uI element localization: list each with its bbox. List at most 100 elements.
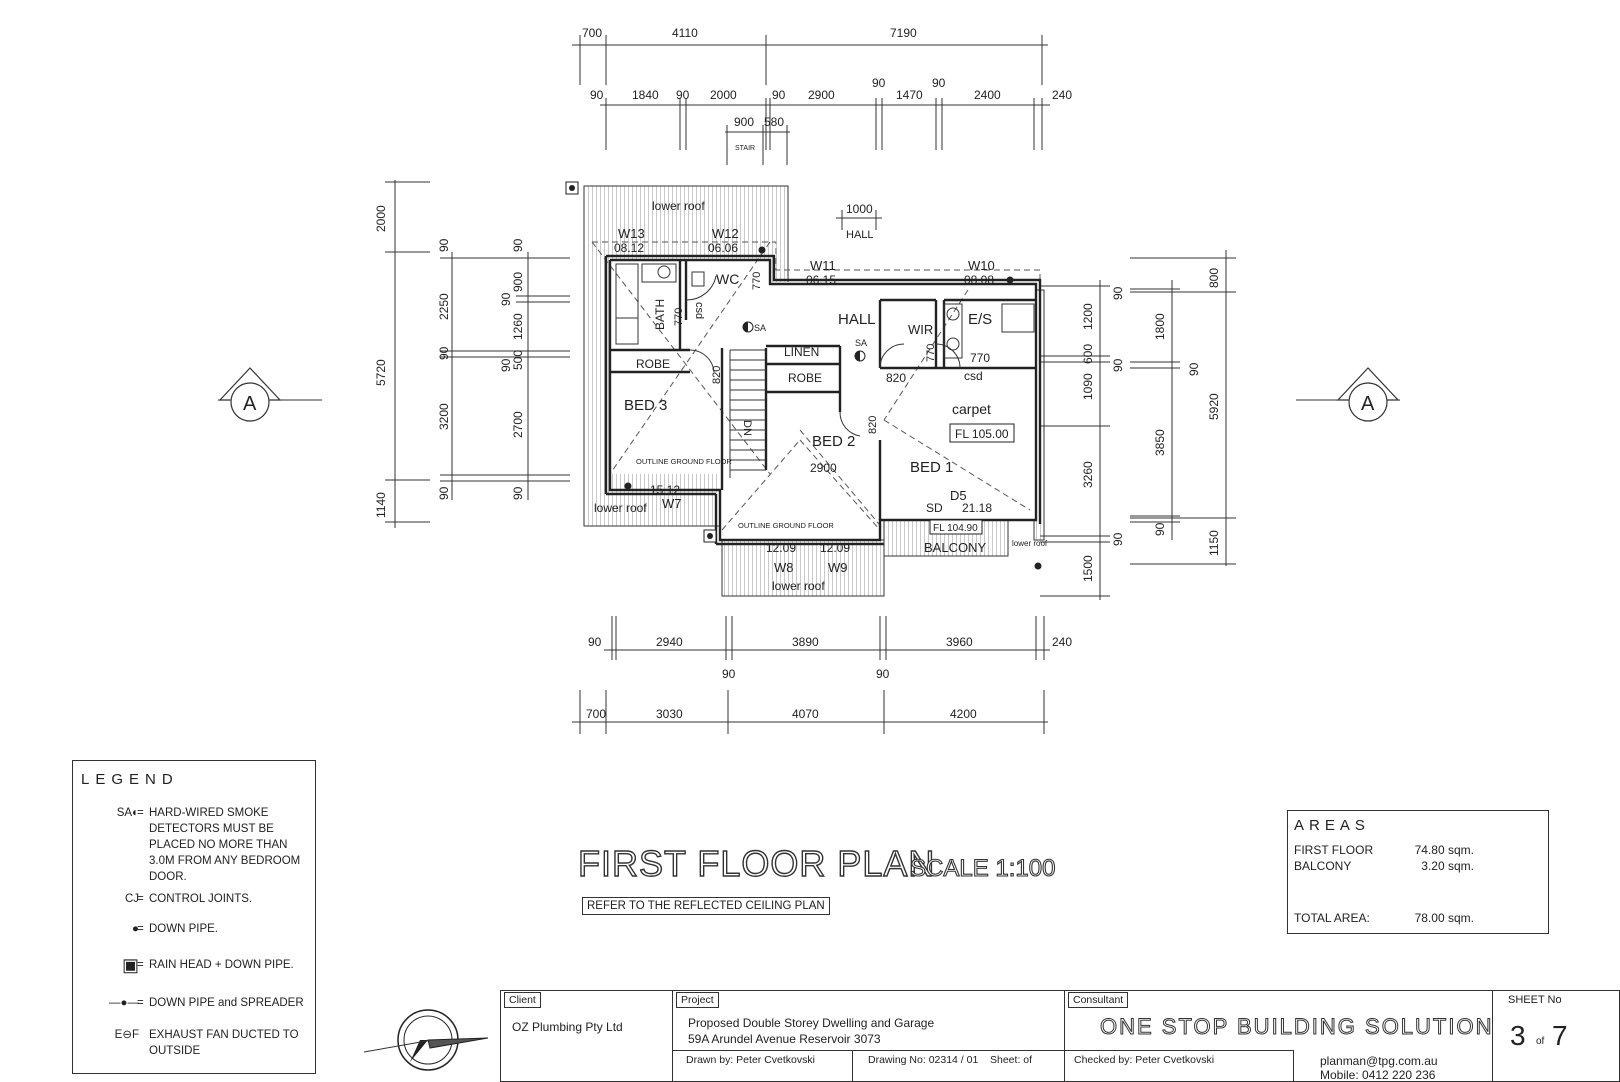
dim-bot-m0: 90 [722, 667, 736, 681]
label-bed1: BED 1 [910, 459, 953, 476]
dim-lm-2: 90 [437, 346, 451, 360]
label-lower-roof-right: lower roof [1012, 539, 1048, 548]
label-bath: BATH [653, 299, 667, 330]
label-csd-2: csd [964, 369, 983, 383]
area-label: BALCONY [1294, 859, 1352, 873]
dim-top-d10: 240 [1052, 88, 1072, 102]
label-csd-1: csd [693, 302, 705, 319]
drawing-scale: SCALE 1:100 [909, 854, 1056, 882]
dim-top-d0: 90 [590, 88, 604, 102]
dim-li-5: 90 [499, 358, 513, 372]
client-name: OZ Plumbing Pty Ltd [512, 1020, 623, 1034]
vanity-bath [641, 263, 677, 283]
sheet-label: SHEET No [1508, 994, 1562, 1006]
dim-stair-580: 580 [764, 115, 784, 129]
drawn-by-cell [672, 1050, 854, 1082]
label-lower-roof-w7: lower roof [594, 501, 647, 515]
left-dimensions: 2000 5720 1140 90 2250 90 3200 90 90 900… [374, 180, 570, 528]
dim-lm-1: 2250 [437, 293, 451, 320]
label-outline-1: OUTLINE GROUND FLOOR [636, 457, 732, 466]
dim-top-4110: 4110 [672, 26, 698, 40]
toilet-cistern [691, 271, 705, 287]
sheet-cell [1492, 990, 1620, 1082]
area-value: 3.20 sqm. [1421, 859, 1474, 873]
label-d5: D5 [950, 488, 967, 503]
dim-bot-m1: 90 [876, 667, 890, 681]
es-vanity [943, 303, 963, 359]
dim-stair-900: 900 [734, 115, 754, 129]
label-sd-val: 21.18 [962, 501, 992, 515]
legend-title: LEGEND [81, 771, 179, 788]
dim-li-7: 90 [511, 486, 525, 500]
legend-text: RAIN HEAD + DOWN PIPE. [149, 959, 294, 971]
label-sa-1: SA [754, 323, 766, 333]
sheet-total: 7 [1552, 1020, 1568, 1051]
dim-ri-5: 1500 [1081, 555, 1095, 582]
dim-left-5720: 5720 [374, 359, 388, 386]
window-w11-id: W11 [810, 258, 836, 273]
dim-bot-d1: 2940 [656, 635, 683, 649]
window-w12-size: 06.06 [708, 241, 738, 255]
dim-left-2000: 2000 [374, 205, 388, 232]
label-lower-roof-bottom: lower roof [772, 579, 825, 593]
window-w7-id: W7 [662, 496, 682, 511]
dim-lm-4: 90 [437, 486, 451, 500]
area-label: FIRST FLOOR [1294, 843, 1374, 857]
dim-top-d1: 1840 [632, 88, 659, 102]
dim-ro-1: 90 [1187, 362, 1201, 376]
door-820-bed3: 820 [711, 366, 723, 384]
dim-top-7190: 7190 [890, 26, 917, 40]
dim-li-2: 90 [499, 292, 513, 306]
bottom-dimensions: 90 2940 3890 3960 240 90 90 700 3030 407… [572, 616, 1072, 734]
label-fl-104: FL 104.90 [933, 523, 978, 534]
area-total-value: 78.00 sqm. [1414, 911, 1474, 925]
dim-rm-0: 90 [1111, 286, 1125, 300]
drawing-number: Drawing No: 02314 / 01 [868, 1054, 979, 1066]
dim-ri-1: 600 [1081, 344, 1095, 364]
legend-text: CONTROL JOINTS. [149, 893, 253, 905]
dim-top-d5: 2900 [808, 88, 835, 102]
label-fl-105: FL 105.00 [955, 427, 1009, 441]
sheet-number: 3 [1510, 1020, 1526, 1051]
label-bed3: BED 3 [624, 397, 667, 414]
drawn-by: Drawn by: Peter Cvetkovski [686, 1054, 815, 1066]
hall-dimension: 1000 HALL [836, 202, 882, 241]
window-w13-size: 08.12 [614, 241, 644, 255]
consultant-email: planman@tpg.com.au [1320, 1054, 1438, 1068]
door-770-bath: 770 [673, 308, 685, 326]
dim-bot-o3: 4200 [950, 707, 977, 721]
consultant-label: Consultant [1068, 992, 1129, 1008]
window-w10-size: 08.08 [964, 273, 994, 287]
window-w9-size: 12.09 [820, 541, 850, 555]
consultant-name: ONE STOP BUILDING SOLUTIONS [1099, 1014, 1511, 1040]
dim-top-d9: 2400 [974, 88, 1001, 102]
dim-top-d3: 2000 [710, 88, 737, 102]
legend-text: DOWN PIPE and SPREADER [149, 997, 304, 1009]
section-label-left: A [243, 393, 257, 415]
spreader-icon: —●— [109, 997, 139, 1009]
legend-text: DOWN PIPE. [149, 923, 219, 935]
title-block: Client OZ Plumbing Pty Ltd Project Propo… [500, 990, 1620, 1082]
label-wc: WC [716, 271, 739, 287]
dim-li-3: 1260 [511, 313, 525, 340]
dim-ri-2: 1090 [1081, 373, 1095, 400]
dim-hall-1000: 1000 [846, 202, 873, 216]
label-carpet: carpet [952, 401, 991, 417]
dim-li-0: 90 [511, 238, 525, 252]
window-w7-size: 15.12 [650, 483, 680, 497]
dim-bot-o1: 3030 [656, 707, 683, 721]
label-es: E/S [968, 311, 992, 328]
label-sa-2: SA [855, 338, 867, 348]
consultant-mobile: Mobile: 0412 220 236 [1320, 1068, 1436, 1082]
window-w8-id: W8 [774, 560, 794, 575]
dim-top-d2: 90 [676, 88, 690, 102]
dim-li-6: 2700 [511, 411, 525, 438]
stair-label: STAIR [735, 145, 755, 152]
label-balcony: BALCONY [924, 540, 986, 555]
door-820-bed2: 820 [867, 416, 879, 434]
project-line-2: 59A Arundel Avenue Reservoir 3073 [688, 1032, 881, 1046]
room-labels: lower roof lower roof lower roof lower r… [594, 199, 1048, 593]
legend-item-smoke-detector: SA◐ = HARD-WIRED SMOKE DETECTORS MUST BE… [81, 805, 309, 883]
project-label: Project [676, 992, 719, 1008]
door-2900: 2900 [810, 461, 837, 475]
